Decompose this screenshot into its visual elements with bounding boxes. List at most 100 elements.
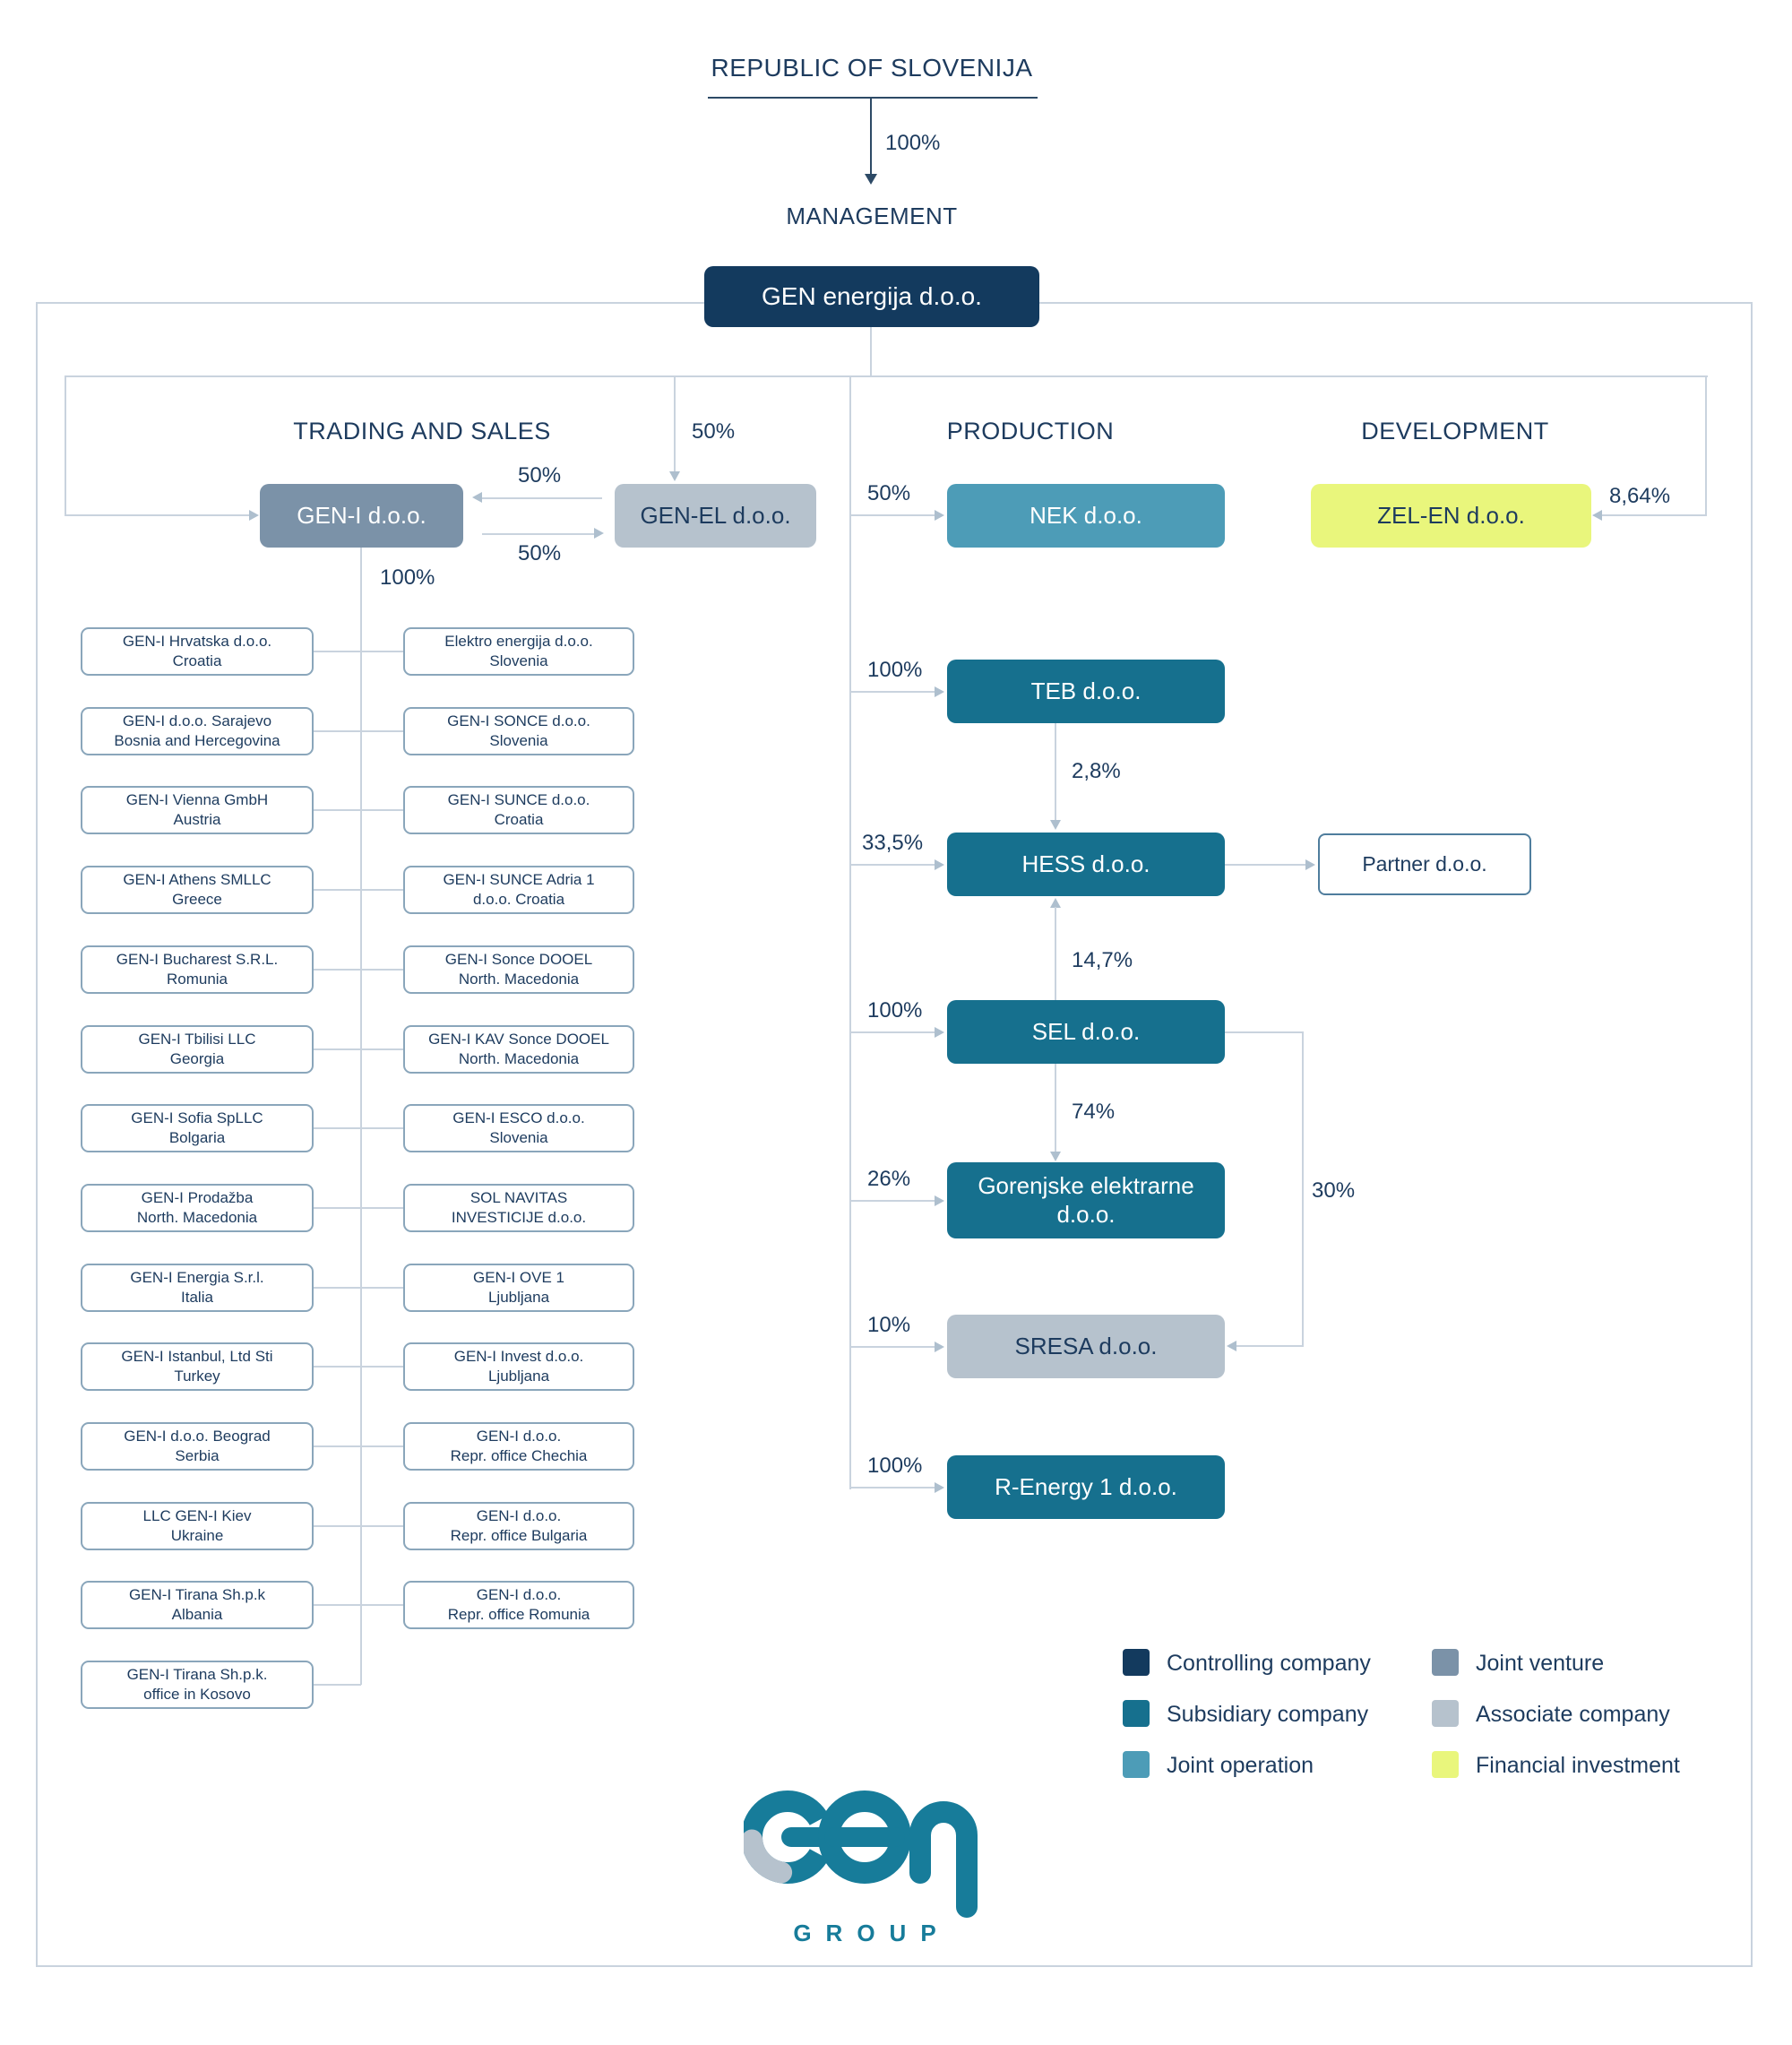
node-nek: NEK d.o.o. (947, 484, 1225, 548)
arrowhead-icon (1050, 898, 1061, 908)
line1: GEN-I Hrvatska d.o.o. (122, 632, 272, 650)
connector-line (1302, 1031, 1304, 1347)
node-gen-el: GEN-EL d.o.o. (615, 484, 816, 548)
connector-line (361, 969, 403, 971)
arrowhead-icon (935, 1482, 944, 1493)
node-sel: SEL d.o.o. (947, 1000, 1225, 1064)
pct-state-ownership: 100% (885, 131, 941, 155)
line1: GEN-I SUNCE d.o.o. (447, 790, 590, 808)
gen-i-subsidiary-invest: GEN-I Invest d.o.o. Ljubljana (403, 1342, 634, 1391)
root-owner-label: REPUBLIC OF SLOVENIJA (711, 54, 1033, 82)
connector-line (482, 497, 602, 499)
connector-line (65, 375, 66, 516)
pct-sresa-from-sel: 30% (1312, 1178, 1356, 1203)
gen-i-subsidiary-esco: GEN-I ESCO d.o.o. Slovenia (403, 1104, 634, 1152)
connector-line (1055, 723, 1056, 822)
line2: Italia (181, 1289, 213, 1306)
arrowhead-icon (865, 174, 877, 185)
gen-i-subsidiary-kosovo: GEN-I Tirana Sh.p.k. office in Kosovo (81, 1661, 314, 1709)
connector-line (1225, 864, 1307, 866)
connector-line (361, 889, 403, 891)
pct-zel-en: 8,64% (1609, 484, 1671, 508)
gen-i-subsidiary-athens: GEN-I Athens SMLLC Greece (81, 866, 314, 914)
line1: GEN-I Tirana Sh.p.k. (126, 1665, 268, 1683)
arrowhead-icon (669, 471, 680, 481)
line1: GEN-I Prodažba (141, 1188, 254, 1206)
line1: GEN-I Sonce DOOEL (444, 950, 593, 968)
connector-line (870, 327, 872, 376)
connector-line (314, 1604, 361, 1606)
arrowhead-icon (472, 492, 482, 503)
pct-gorenjske-from-sel: 74% (1072, 1100, 1116, 1124)
pct-teb: 100% (867, 658, 923, 682)
legend-label-subsidiary: Subsidiary company (1167, 1702, 1369, 1727)
line1: GEN-I KAV Sonce DOOEL (428, 1030, 609, 1048)
gen-i-subsidiary-sonce-dooel: GEN-I Sonce DOOEL North. Macedonia (403, 945, 634, 994)
connector-line (361, 1525, 403, 1527)
line1: GEN-I d.o.o. (476, 1585, 562, 1603)
connector-line (1055, 1064, 1056, 1152)
connector-line (1602, 514, 1707, 516)
arrowhead-icon (1050, 1152, 1061, 1161)
pct-sresa: 10% (867, 1313, 911, 1337)
connector-line (851, 1031, 936, 1033)
line2: INVESTICIJE d.o.o. (451, 1209, 587, 1226)
node-sresa: SRESA d.o.o. (947, 1315, 1225, 1378)
line1: GEN-I d.o.o. (476, 1506, 562, 1524)
gen-i-subsidiary-ove1: GEN-I OVE 1 Ljubljana (403, 1264, 634, 1312)
gen-i-subsidiary-sonce: GEN-I SONCE d.o.o. Slovenia (403, 707, 634, 755)
line2: Albania (171, 1606, 223, 1623)
line2: Georgia (169, 1050, 225, 1067)
connector-line (361, 1445, 403, 1447)
gen-i-subsidiary-sol-navitas: SOL NAVITAS INVESTICIJE d.o.o. (403, 1184, 634, 1232)
line2: Austria (173, 811, 221, 828)
line2: Ukraine (170, 1527, 224, 1544)
node-gorenjske: Gorenjske elektrarne d.o.o. (947, 1162, 1225, 1238)
line2: Romunia (166, 971, 228, 988)
pct-gen-i-subsidiaries: 100% (380, 565, 435, 590)
arrowhead-icon (1305, 859, 1315, 870)
line2: Serbia (175, 1447, 220, 1464)
connector-line (360, 548, 362, 1685)
connector-line (314, 1127, 361, 1129)
pct-nek: 50% (867, 481, 911, 505)
line2: Bolgaria (168, 1129, 226, 1146)
line2: Repr. office Chechia (450, 1447, 588, 1464)
line2: Slovenia (489, 1129, 548, 1146)
arrowhead-icon (249, 510, 259, 521)
connector-line (674, 375, 676, 471)
pct-r-energy: 100% (867, 1454, 923, 1478)
gen-i-subsidiary-sunce: GEN-I SUNCE d.o.o. Croatia (403, 786, 634, 834)
gen-i-subsidiary-prodazba: GEN-I Prodažba North. Macedonia (81, 1184, 314, 1232)
connector-line (314, 1048, 361, 1050)
line1: Elektro energija d.o.o. (444, 632, 593, 650)
connector-line (314, 1684, 361, 1686)
section-production-label: PRODUCTION (946, 418, 1115, 444)
connector-line (851, 514, 936, 516)
arrowhead-icon (935, 686, 944, 697)
gen-i-repr-office-bulgaria: GEN-I d.o.o. Repr. office Bulgaria (403, 1502, 634, 1550)
arrowhead-icon (935, 1195, 944, 1206)
owner-underline (708, 97, 1038, 99)
legend-label-controlling: Controlling company (1167, 1651, 1371, 1676)
line1: GEN-I SONCE d.o.o. (447, 712, 590, 729)
arrowhead-icon (594, 528, 604, 539)
line1: GEN-I d.o.o. (476, 1427, 562, 1445)
gen-i-subsidiary-kav-sonce: GEN-I KAV Sonce DOOEL North. Macedonia (403, 1025, 634, 1074)
connector-line (361, 730, 403, 732)
line2: Repr. office Bulgaria (450, 1527, 588, 1544)
node-r-energy: R-Energy 1 d.o.o. (947, 1455, 1225, 1519)
line1: GEN-I OVE 1 (472, 1268, 565, 1286)
connector-line (314, 1525, 361, 1527)
legend-label-financial: Financial investment (1476, 1753, 1680, 1778)
pct-hess: 33,5% (862, 831, 924, 855)
pct-gen-el-from-gen-i: 50% (518, 541, 562, 565)
arrowhead-icon (1227, 1341, 1236, 1351)
line1: LLC GEN-I Kiev (142, 1506, 252, 1524)
connector-line (361, 651, 403, 652)
connector-line (361, 1287, 403, 1289)
legend-label-joint-venture: Joint venture (1476, 1651, 1605, 1676)
line1: GEN-I Istanbul, Ltd Sti (121, 1347, 273, 1365)
arrowhead-icon (935, 1027, 944, 1038)
gen-logo-icon (744, 1790, 978, 1918)
